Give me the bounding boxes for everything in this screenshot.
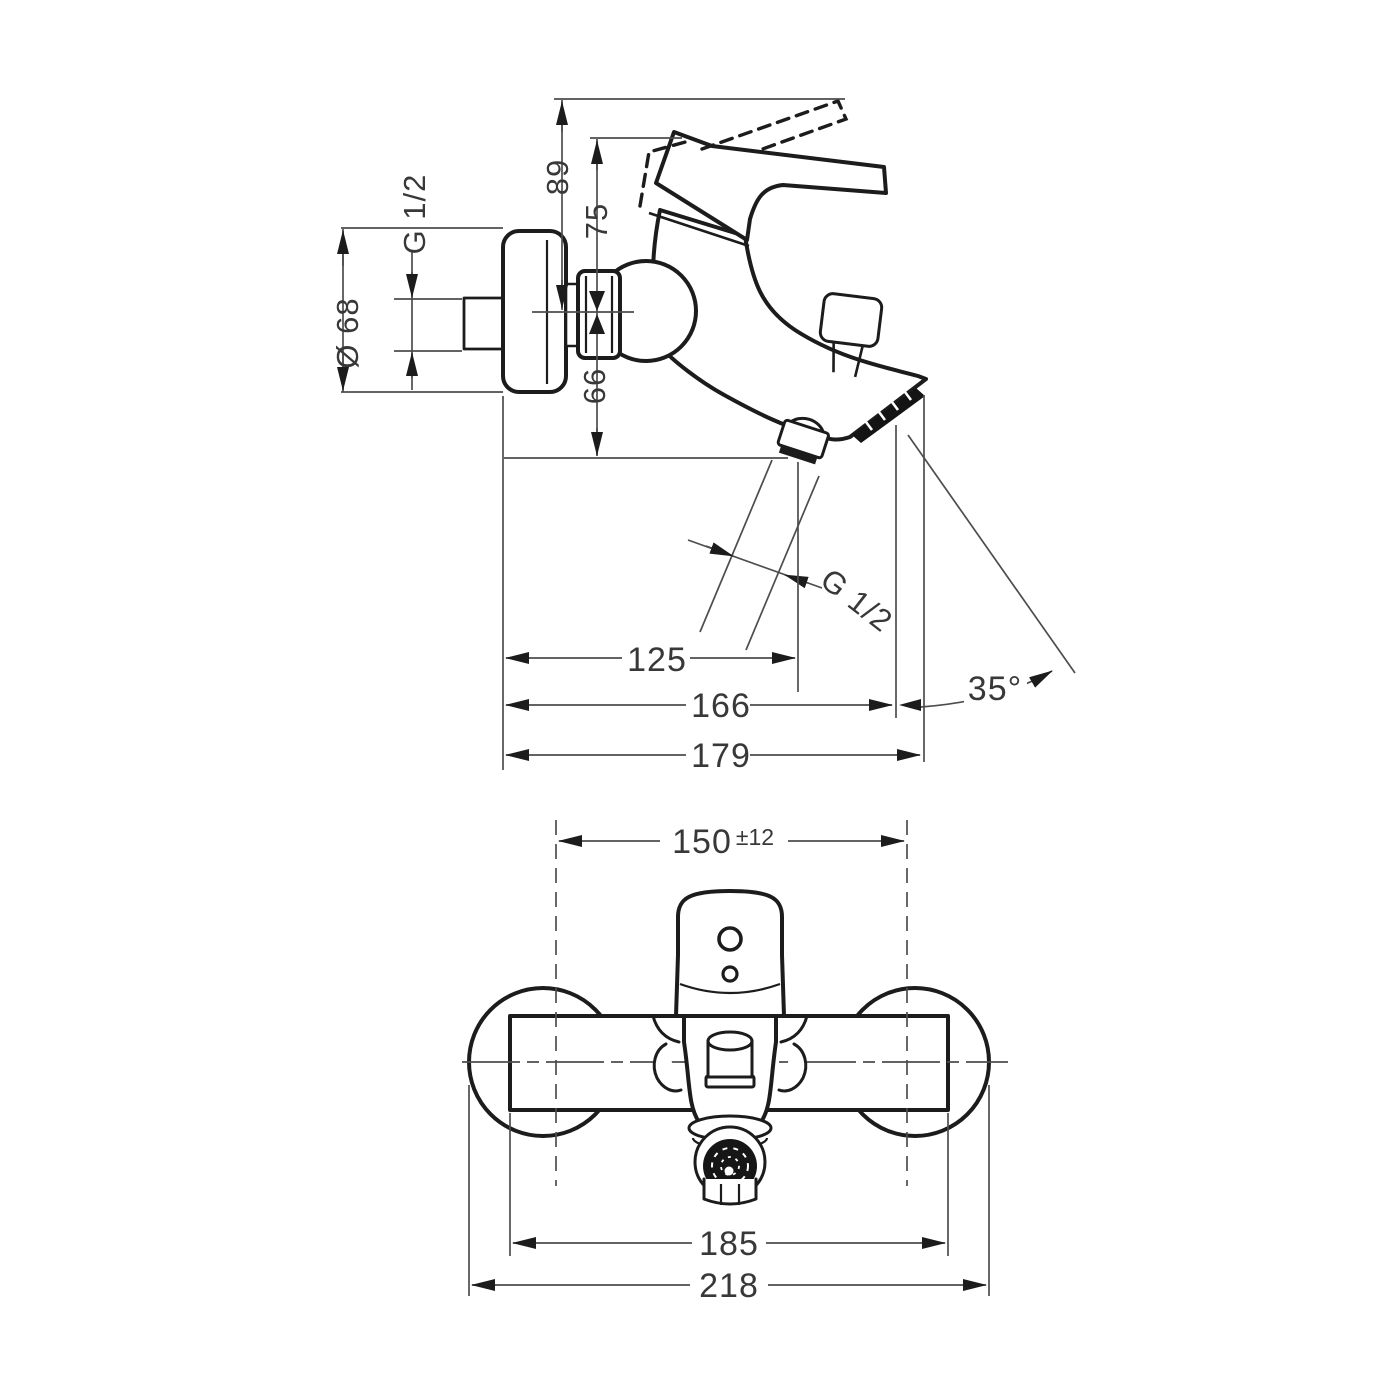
angle-label-backing [964,666,1027,704]
dim-escutcheon-diameter: Ø 68 [330,227,503,393]
dim-label-89: 89 [540,159,575,195]
handle-raised-dashed [638,98,849,208]
body-wing-right [779,1014,809,1044]
dim-projection-179: 179 [505,737,921,775]
body-ear-left [652,1042,683,1093]
handle-skirt-seam [679,982,781,995]
dim-label-tolerance: ±12 [736,824,774,850]
side-view: Ø 68 G 1/2 89 75 [330,98,1076,775]
dim-height-89: 89 [540,98,845,310]
shower-outlet-side [776,416,830,465]
dim-label-179: 179 [691,737,751,775]
aerator-center-dot [724,1166,734,1176]
front-view: 150 ±12 185 218 [462,820,1008,1305]
handle-base-seam [648,211,750,248]
dim-label-outlet-thread: G 1/2 [814,562,899,639]
handle-front [674,889,786,1018]
dim-label-125: 125 [627,641,687,679]
dim-label-150: 150 [672,823,732,861]
body-ear-right [777,1042,808,1093]
dim-total-width-218: 218 [468,1085,990,1305]
dim-label-35deg: 35° [968,670,1022,708]
dim-projection-166: 166 [505,687,893,725]
handle-lever-side [654,130,888,242]
spout-angle-diagonal [907,434,1076,674]
diverter-knob-front [704,1030,756,1089]
dim-label-166: 166 [691,687,751,725]
handle-dot-small [721,965,739,983]
dim-connection-150: 150 ±12 [558,823,905,861]
wall-pipe-stub [462,296,506,351]
dim-label-75: 75 [579,203,614,239]
dim-depth-66: 66 [504,314,788,459]
union-nut [576,269,622,360]
dim-label-66: 66 [577,368,612,404]
dim-label-diameter-68: Ø 68 [330,297,365,368]
dim-label-wall-thread: G 1/2 [397,174,432,255]
spout-hex-nut [702,1177,758,1206]
dim-height-75: 75 [579,137,682,456]
dim-spout-angle: 35° [899,666,1053,711]
diverter-knob-side [818,292,884,378]
dim-label-185: 185 [699,1225,759,1263]
spout-front [687,1114,773,1206]
dim-wall-thread: G 1/2 [394,174,462,390]
dim-projection-125: 125 [505,641,796,679]
dim-body-width-185: 185 [509,1113,949,1263]
dim-shower-outlet-thread: G 1/2 [687,459,899,651]
body-wing-left [651,1014,681,1044]
handle-dot-large [717,926,743,952]
spout-aerator-hatch [852,388,925,443]
dim-label-218: 218 [699,1267,759,1305]
